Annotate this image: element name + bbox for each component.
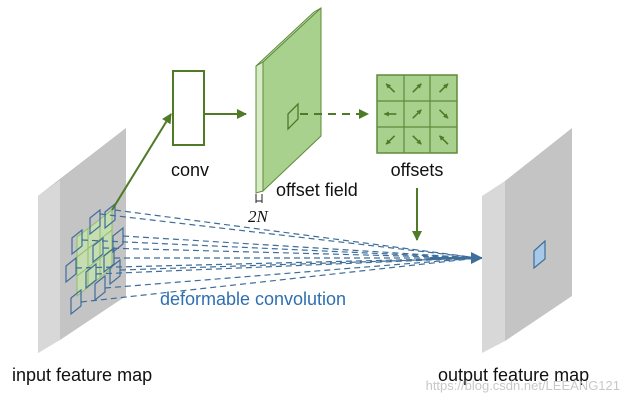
output-cell — [533, 239, 546, 270]
projection-lines — [75, 209, 479, 303]
offset-field-cell — [287, 102, 299, 131]
output-feature-map — [482, 128, 572, 353]
input-feature-map-label: input feature map — [12, 365, 152, 385]
offsets-label: offsets — [391, 160, 444, 180]
conv-box — [172, 70, 205, 146]
offset-arrow-ne — [412, 109, 422, 119]
sample-cell — [89, 208, 101, 236]
depth-indicator — [255, 194, 263, 203]
sample-cell — [70, 288, 82, 316]
offset-arrow-se — [438, 109, 449, 119]
sample-cell — [85, 262, 97, 290]
offset-arrow-sw — [385, 135, 396, 145]
offsets-grid — [376, 74, 458, 154]
sample-cell — [109, 258, 121, 286]
offset-arrow-se — [412, 135, 422, 145]
output-feature-map-label: output feature map — [438, 365, 589, 385]
offset-arrow-ne — [412, 83, 422, 93]
offset-arrow-nw — [385, 83, 396, 93]
sample-cell — [65, 256, 77, 284]
sample-cell — [104, 202, 116, 230]
sample-cell — [103, 246, 115, 274]
two-n-label: 2N — [248, 207, 270, 226]
input-map-front — [38, 180, 60, 353]
sample-cell — [71, 228, 83, 256]
deformed-sampling-cells — [65, 202, 124, 316]
conv-label: conv — [171, 160, 209, 180]
offset-field-label: offset field — [276, 180, 358, 200]
offset-field — [255, 6, 322, 194]
sample-cell — [112, 226, 124, 254]
deformable-convolution-label: deformable convolution — [160, 289, 346, 309]
sample-cell — [92, 236, 104, 264]
offset-arrow-ne — [438, 83, 449, 93]
watermark: https://blog.csdn.net/LEEANG121 — [426, 378, 620, 393]
input-to-conv-arrow — [111, 113, 172, 211]
sample-cell — [94, 274, 106, 302]
offset-arrow-nw — [438, 135, 449, 145]
